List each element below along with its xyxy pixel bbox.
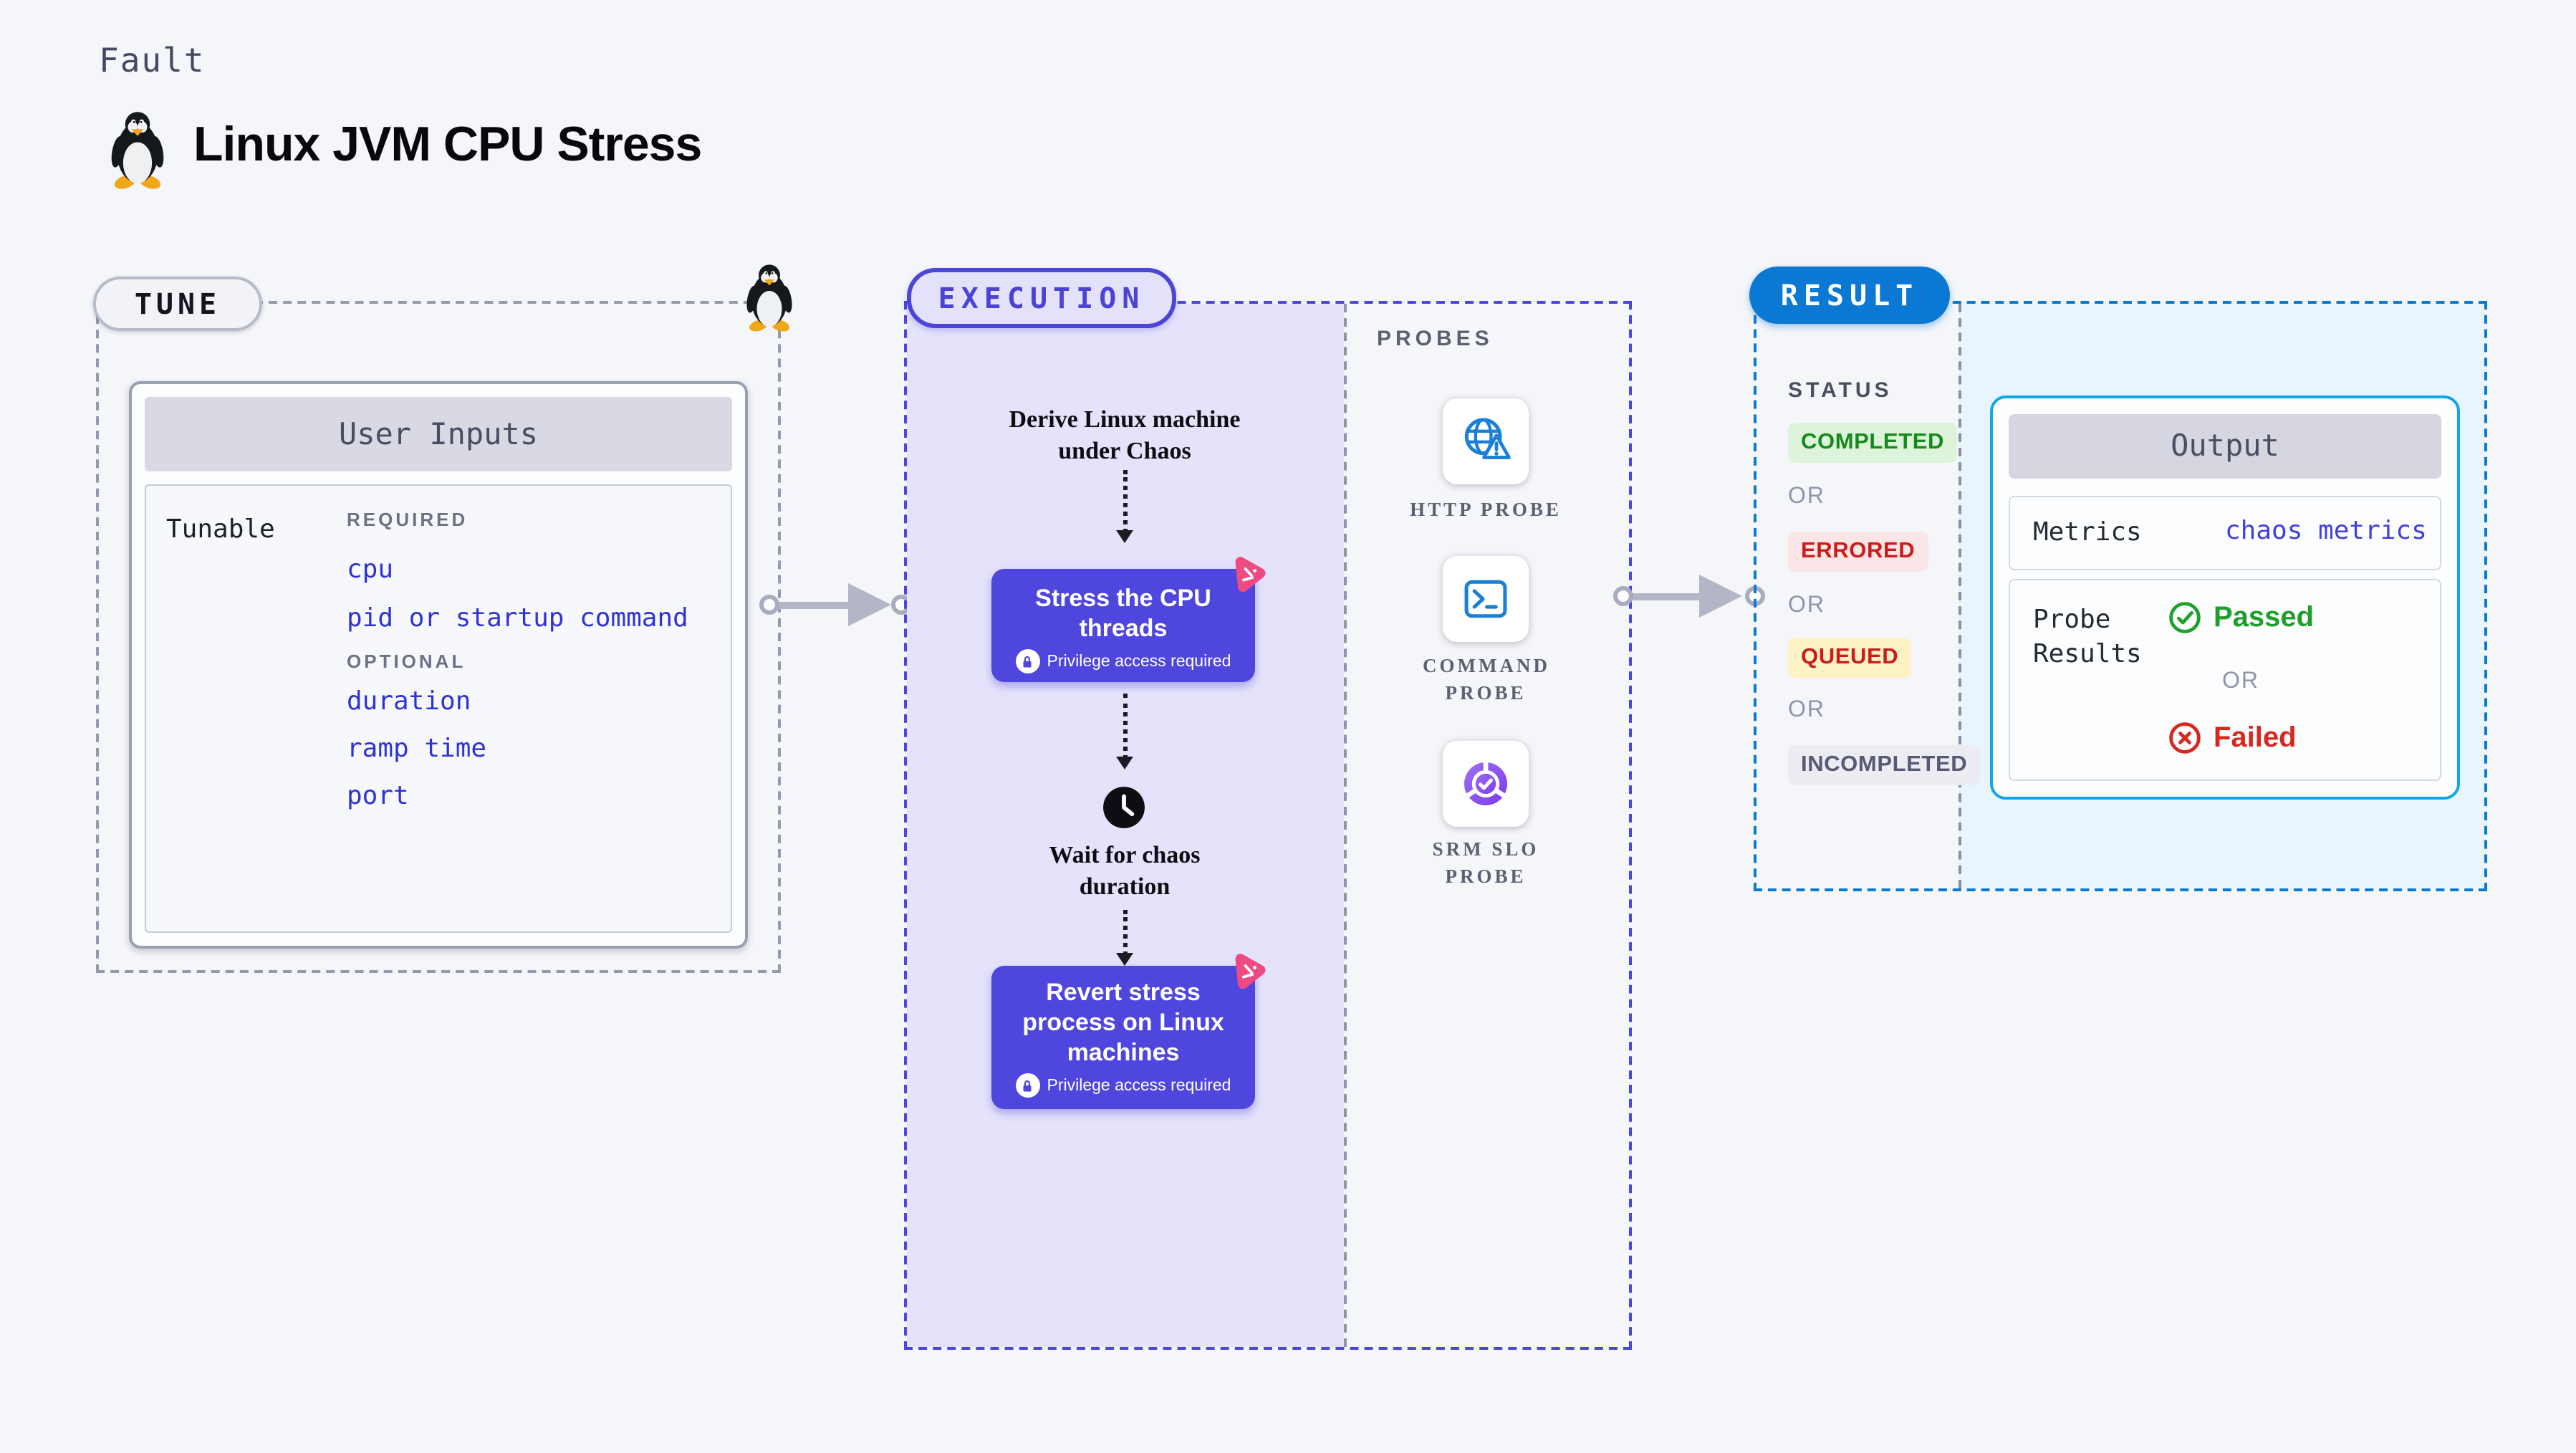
lock-icon [1015,649,1040,673]
metrics-label: Metrics [2033,517,2142,547]
tune-to-execution-arrow-line [775,602,855,609]
output-card: Output Metrics chaos metrics Probe Resul… [1990,395,2460,800]
step-wait-duration: Wait for chaos duration [1049,841,1201,900]
step-derive-machine: Derive Linux machine under Chaos [1009,406,1241,464]
step-stress-cpu-label: Stress the CPU threads [1035,585,1211,642]
param-link-duration[interactable]: duration [347,686,471,716]
metrics-row: Metrics chaos metrics [2009,496,2441,570]
user-inputs-title: User Inputs [145,397,732,471]
connector-dot [759,595,779,615]
flow-connector [1123,694,1128,759]
tune-section-box [96,301,781,973]
param-link-port[interactable]: port [347,781,409,811]
status-badge-errored: ERRORED [1788,532,1928,572]
tune-to-execution-arrowhead [848,583,891,626]
tunable-label: Tunable [166,514,275,545]
status-header: STATUS [1788,378,1893,403]
user-inputs-card: User Inputs Tunable REQUIRED cpu pid or … [129,381,748,949]
clock-icon [1103,787,1145,828]
execution-to-result-arrow-line [1630,593,1705,600]
http-globe-icon [1464,418,1511,459]
param-link-pid-or-startup-command[interactable]: pid or startup command [347,603,688,633]
or-label: OR [1788,698,1825,722]
or-label: OR [1788,593,1825,618]
http-probe-label: HTTP PROBE [1410,499,1562,520]
lock-icon [1015,1073,1040,1098]
or-label: OR [2222,669,2259,694]
status-badge-completed: COMPLETED [1788,423,1958,463]
chaos-experiment-icon [1228,553,1268,593]
srm-slo-donut-icon [1464,759,1508,805]
connector-dot [1613,586,1633,606]
probe-results-label: Probe Results [2033,605,2142,669]
execution-badge: EXECUTION [907,268,1176,328]
privilege-note: Privilege access required [991,1073,1255,1098]
step-stress-cpu-node: Stress the CPU threads Privilege access … [991,569,1255,682]
fault-eyebrow-label: Fault [99,43,206,80]
failed-label: Failed [2214,721,2297,753]
page-title: Linux JVM CPU Stress [193,118,702,172]
param-link-cpu[interactable]: cpu [347,555,394,585]
param-link-ramp-time[interactable]: ramp time [347,734,487,764]
command-probe-card [1443,556,1529,642]
status-badge-queued: QUEUED [1788,638,1912,678]
command-probe-label: COMMAND PROBE [1423,655,1550,704]
tux-penguin-icon [109,112,166,192]
flow-arrowhead [1116,953,1133,966]
privilege-note-text: Privilege access required [1047,653,1231,670]
metrics-value-link[interactable]: chaos metrics [2225,516,2427,546]
probe-results-row: Probe Results Passed OR Failed [2009,579,2441,781]
step-revert-stress-node: Revert stress process on Linux machines … [991,966,1255,1109]
passed-result: Passed [2168,600,2314,635]
privilege-note: Privilege access required [991,649,1255,673]
result-divider [1959,304,1961,888]
step-revert-stress-label: Revert stress process on Linux machines [1022,979,1224,1066]
or-label: OR [1788,484,1825,509]
passed-check-icon [2168,600,2202,635]
flow-connector [1123,910,1128,956]
passed-label: Passed [2214,601,2315,633]
failed-x-icon [2168,721,2202,755]
optional-label: OPTIONAL [347,651,466,672]
chaos-experiment-icon [1228,950,1268,990]
failed-result: Failed [2168,721,2297,755]
output-title: Output [2009,414,2441,479]
probes-header: PROBES [1377,327,1494,351]
srm-slo-probe-card [1443,741,1529,827]
flow-arrowhead [1116,530,1133,543]
tune-badge: TUNE [93,277,262,331]
flow-arrowhead [1116,757,1133,769]
command-terminal-icon [1464,580,1507,618]
http-probe-card [1443,398,1529,484]
execution-to-result-arrowhead [1699,575,1742,618]
flow-connector [1123,470,1128,533]
tux-penguin-icon-small [744,264,794,334]
srm-slo-probe-label: SRM SLO PROBE [1432,838,1539,887]
privilege-note-text: Privilege access required [1047,1077,1231,1094]
status-badge-incompleted: INCOMPLETED [1788,745,1981,785]
probes-divider [1344,304,1347,1347]
user-inputs-body: Tunable REQUIRED cpu pid or startup comm… [145,484,732,933]
result-badge: RESULT [1749,267,1950,324]
execution-section-box: Derive Linux machine under Chaos Stress … [904,301,1632,1350]
required-label: REQUIRED [347,509,468,530]
